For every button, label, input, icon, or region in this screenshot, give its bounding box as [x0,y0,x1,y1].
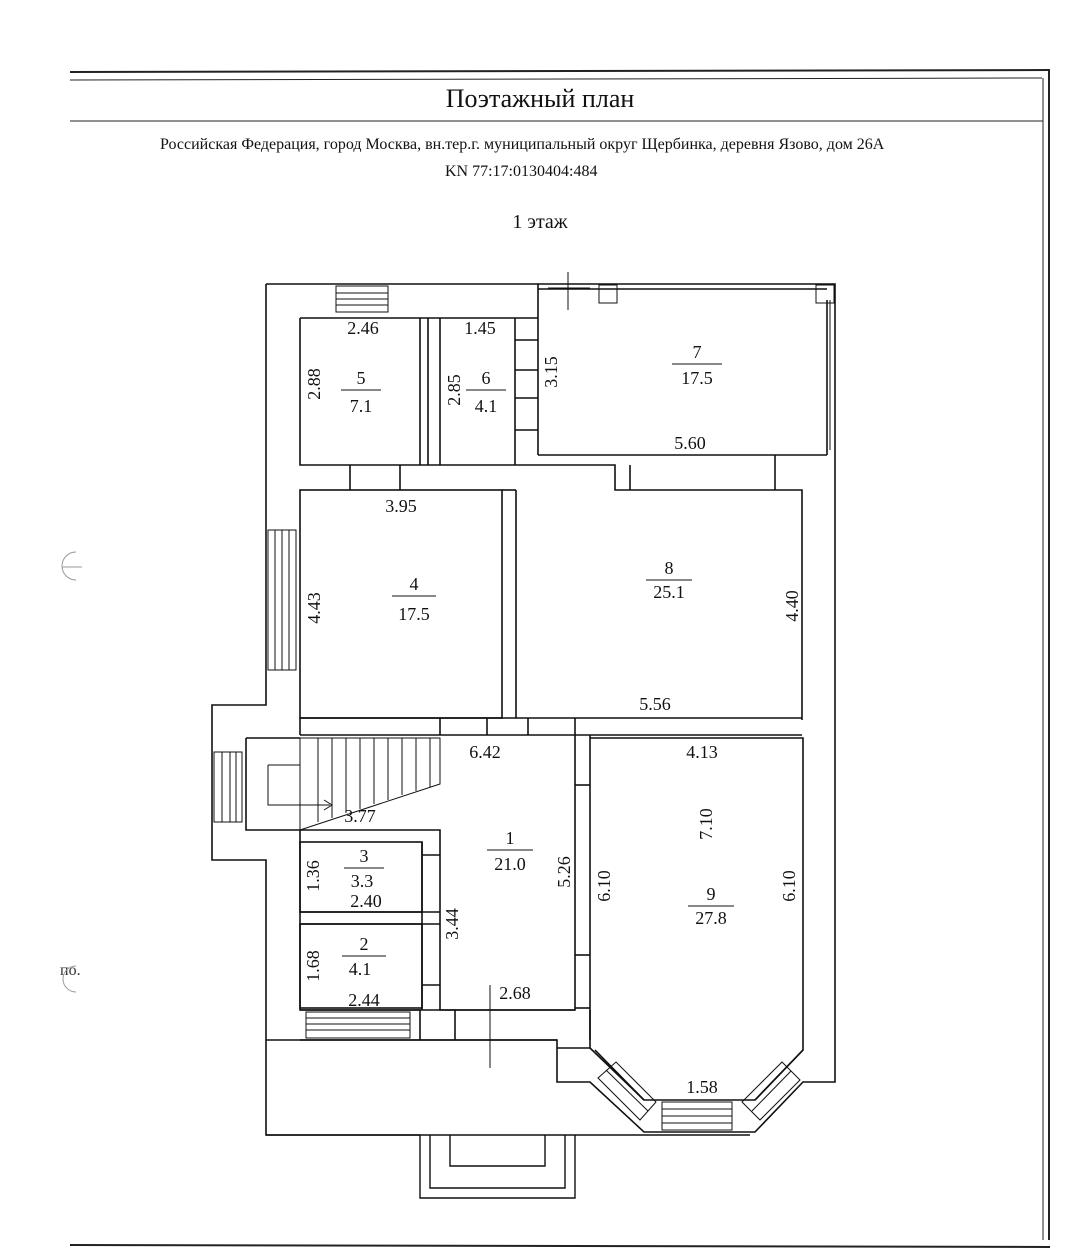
room-number: 6 [482,368,491,388]
walls [211,283,836,1136]
dimension-label: 4.43 [304,592,324,624]
dimension-label: 3.44 [442,908,462,940]
room-6-label: 6 4.1 [466,368,506,416]
dimension-label: 2.40 [350,891,382,911]
room-2-label: 2 4.1 [342,934,386,979]
room-1-label: 1 21.0 [487,828,533,874]
windows [213,272,835,1131]
dimension-label: 2.44 [348,990,380,1010]
room-area: 17.5 [398,604,430,624]
room-area: 25.1 [653,582,685,602]
dimension-label: 1.36 [303,860,323,892]
dimension-label: 2.68 [499,983,531,1003]
room-number: 4 [410,574,419,594]
address-line: Российская Федерация, город Москва, вн.т… [160,136,885,153]
room-number: 9 [707,884,716,904]
room-3-label: 3 3.3 [344,846,384,891]
dimension-label: 2.85 [444,374,464,406]
dimension-label: 5.60 [674,433,706,453]
cadastral-number: KN 77:17:0130404:484 [445,163,598,180]
room-4-label: 4 17.5 [392,574,436,624]
dimension-label: 3.15 [541,356,561,388]
room-area: 27.8 [695,908,727,928]
dimension-label: 1.45 [464,318,496,338]
binder-hole-marks [61,551,82,993]
dimension-label: 3.77 [344,806,376,826]
room-area: 21.0 [494,854,526,874]
dimension-label: 1.68 [303,950,323,982]
page-frame [69,69,1051,1248]
dimension-label: 2.46 [347,318,379,338]
dimension-label: 4.40 [782,590,802,622]
plan-title: Поэтажный план [445,84,635,113]
room-labels: 5 7.1 6 4.1 7 17.5 4 17.5 8 [341,342,734,979]
room-area: 4.1 [349,959,372,979]
floor-label: 1 этаж [512,211,568,233]
dimension-labels: 2.46 2.88 1.45 2.85 3.15 5.60 3.95 4.43 … [303,318,802,1097]
dimension-label: 7.10 [696,808,716,840]
room-number: 7 [693,342,702,362]
dimension-label: 2.88 [304,368,324,400]
dimension-label: 5.26 [554,856,574,888]
room-number: 3 [360,846,369,866]
dimension-label: 6.10 [779,870,799,902]
dimension-label: 1.58 [686,1077,718,1097]
dimension-label: 6.42 [469,742,501,762]
room-7-label: 7 17.5 [672,342,722,388]
room-area: 4.1 [475,396,498,416]
room-9-label: 9 27.8 [688,884,734,928]
room-area: 7.1 [350,396,373,416]
room-8-label: 8 25.1 [646,558,692,602]
porch [419,1135,576,1199]
room-number: 2 [360,934,369,954]
room-number: 5 [357,368,366,388]
room-area: 17.5 [681,368,713,388]
dimension-label: 4.13 [686,742,718,762]
room-number: 8 [665,558,674,578]
staircase [267,737,441,831]
room-number: 1 [506,828,515,848]
dimension-label: 3.95 [385,496,417,516]
dimension-label: 5.56 [639,694,671,714]
room-5-label: 5 7.1 [341,368,381,416]
dimension-label: 6.10 [594,870,614,902]
room-area: 3.3 [351,871,374,891]
